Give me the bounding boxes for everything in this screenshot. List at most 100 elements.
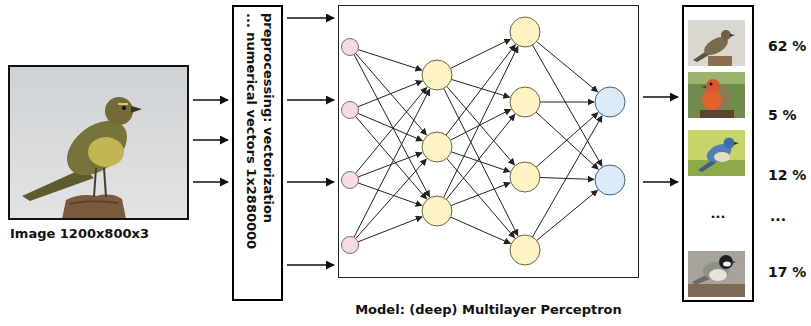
vector-text: preprocessing: vectorization (260, 13, 277, 249)
image-frame: Image 1200x800x3 (8, 65, 189, 220)
model-box: Model: (deep) Multilayer Perceptron (338, 5, 639, 278)
network-link (355, 87, 426, 173)
thumbnail-2-part (706, 79, 720, 93)
neuron (342, 172, 359, 189)
neuron (595, 165, 625, 195)
network-link (444, 46, 518, 197)
network-link (447, 86, 515, 164)
network-link (537, 190, 598, 240)
bird-photo-part (70, 201, 118, 204)
thumbnail-1-part (688, 20, 745, 66)
thumbnail-2-part (700, 110, 734, 118)
thumbnail-4 (688, 251, 745, 297)
network-link (358, 183, 422, 206)
network-link (533, 45, 603, 166)
network-link (533, 116, 603, 237)
percentage-label: 62 % (768, 38, 806, 55)
network-link (536, 112, 598, 169)
arrow-connector (643, 181, 678, 182)
node-text: ... (684, 205, 752, 222)
neuron (510, 162, 540, 192)
thumbnail-2-part (702, 90, 722, 110)
network-graph (342, 17, 626, 265)
network-link (356, 53, 427, 134)
network-link (354, 89, 430, 237)
node-caption: Image 1200x800x3 (10, 225, 149, 242)
bird-photo-part (9, 66, 188, 219)
network-link (537, 42, 598, 92)
network-link (451, 39, 511, 68)
thumbnail-1-part (708, 56, 732, 66)
thumbnail-1-part (721, 30, 731, 40)
vector-box: preprocessing: vectorization... numerica… (232, 5, 283, 301)
thumbnail-3-part (734, 142, 739, 145)
neuron (342, 237, 359, 254)
network-link (540, 102, 594, 103)
network-link (358, 81, 422, 107)
percentage-label: ... (770, 208, 786, 225)
bird-photo-part (122, 106, 126, 110)
thumbnail-1-part (730, 34, 735, 37)
thumbnail-1 (688, 20, 745, 66)
output-box: ... (682, 5, 754, 302)
thumbnail-2-part (701, 86, 706, 88)
thumbnail-4-part (719, 255, 733, 269)
thumbnail-2-part (688, 72, 745, 118)
network-link (444, 88, 518, 235)
network-link (450, 109, 510, 140)
bird-photo-part (104, 168, 106, 197)
network-link (451, 152, 510, 172)
arrow-connector (287, 264, 334, 265)
thumbnail-3-part (688, 160, 745, 176)
bird-photo-part (94, 168, 96, 197)
arrow-connector (193, 181, 228, 182)
node-caption: Model: (deep) Multilayer Perceptron (299, 301, 678, 318)
thumbnail-3 (688, 130, 745, 176)
vector-text: ... numerical vectors 1x2880000 (243, 13, 260, 249)
bird-photo-part (88, 137, 124, 167)
network-link (446, 114, 515, 199)
network-link (356, 159, 427, 239)
bird-photo-part (105, 97, 133, 125)
vertical-text: preprocessing: vectorization... numerica… (243, 13, 277, 249)
percentage-label: 12 % (768, 167, 806, 184)
neuron (510, 17, 540, 47)
thumbnail-4-part (732, 261, 737, 263)
neuron (510, 235, 540, 265)
network-link (358, 217, 422, 242)
percentage-label: 5 % (768, 107, 797, 124)
neuron (422, 132, 452, 162)
neuron (422, 60, 452, 90)
arrow-connector (287, 99, 334, 100)
thumbnail-3-part (688, 130, 745, 176)
neuron (342, 102, 359, 119)
network-link (358, 113, 423, 140)
network-link (354, 55, 430, 197)
network-link (356, 116, 427, 198)
network-link (451, 183, 510, 206)
arrow-connector (287, 181, 334, 182)
thumbnail-3-part (714, 152, 730, 162)
network-link (451, 217, 511, 243)
arrow-connector (193, 139, 228, 140)
neuron (510, 87, 540, 117)
bird-photo-part (118, 103, 128, 105)
bird-photo-part (131, 106, 142, 113)
arrow-connector (287, 17, 334, 18)
bird-photo (9, 66, 188, 219)
thumbnail-4-part (709, 269, 727, 281)
percentage-label: 17 % (768, 264, 806, 281)
neuron (342, 39, 359, 56)
thumbnail-4-part (723, 262, 731, 267)
thumbnail-4-part (688, 284, 745, 297)
thumbnail-2-part (710, 83, 713, 86)
arrow-connector (193, 99, 228, 100)
bird-photo-part (62, 195, 126, 219)
thumbnail-3-part (724, 138, 735, 149)
network-link (358, 153, 422, 177)
arrow-connector (643, 96, 678, 97)
neuron (422, 196, 452, 226)
thumbnail-2 (688, 72, 745, 118)
network-link (451, 79, 509, 97)
